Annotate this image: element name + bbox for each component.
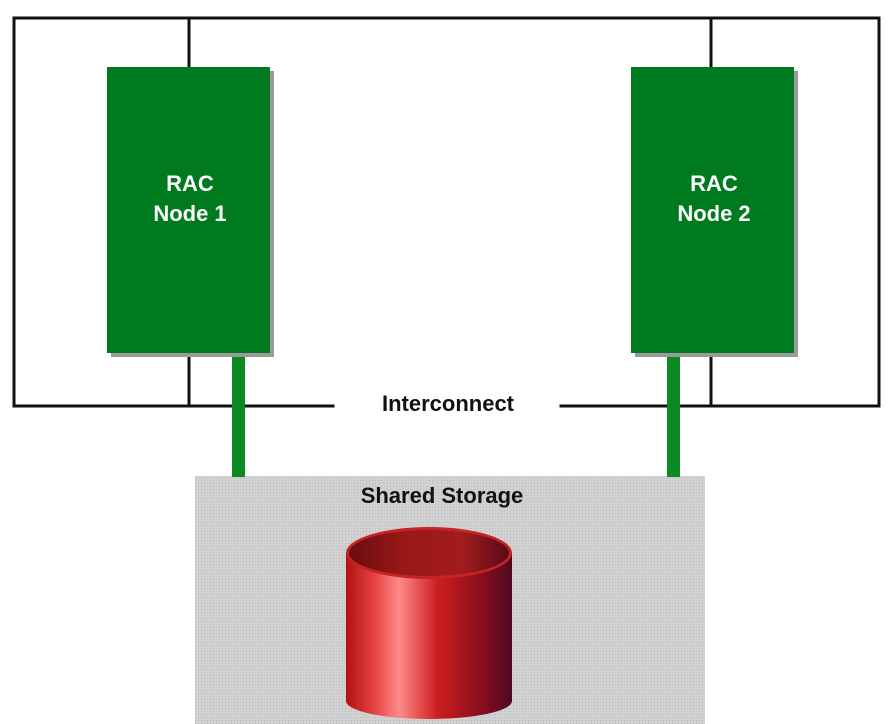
node-1-box <box>107 67 270 353</box>
node-2-label-line2: Node 2 <box>677 201 750 226</box>
storage-links <box>232 350 680 477</box>
node1-storage-link <box>232 350 245 477</box>
shared-storage: Shared Storage <box>195 476 705 724</box>
node2-storage-link <box>667 350 680 477</box>
database-cylinder-icon <box>346 527 512 719</box>
rac-node-2: RAC Node 2 <box>631 67 798 357</box>
interconnect-label: Interconnect <box>382 391 515 416</box>
node-2-label-line1: RAC <box>690 171 738 196</box>
storage-label: Shared Storage <box>361 483 524 508</box>
interconnect-wiring <box>12 16 881 408</box>
node-1-label-line1: RAC <box>166 171 214 196</box>
node-1-label-line2: Node 1 <box>153 201 226 226</box>
node-2-box <box>631 67 794 353</box>
rac-node-1: RAC Node 1 <box>107 67 274 357</box>
